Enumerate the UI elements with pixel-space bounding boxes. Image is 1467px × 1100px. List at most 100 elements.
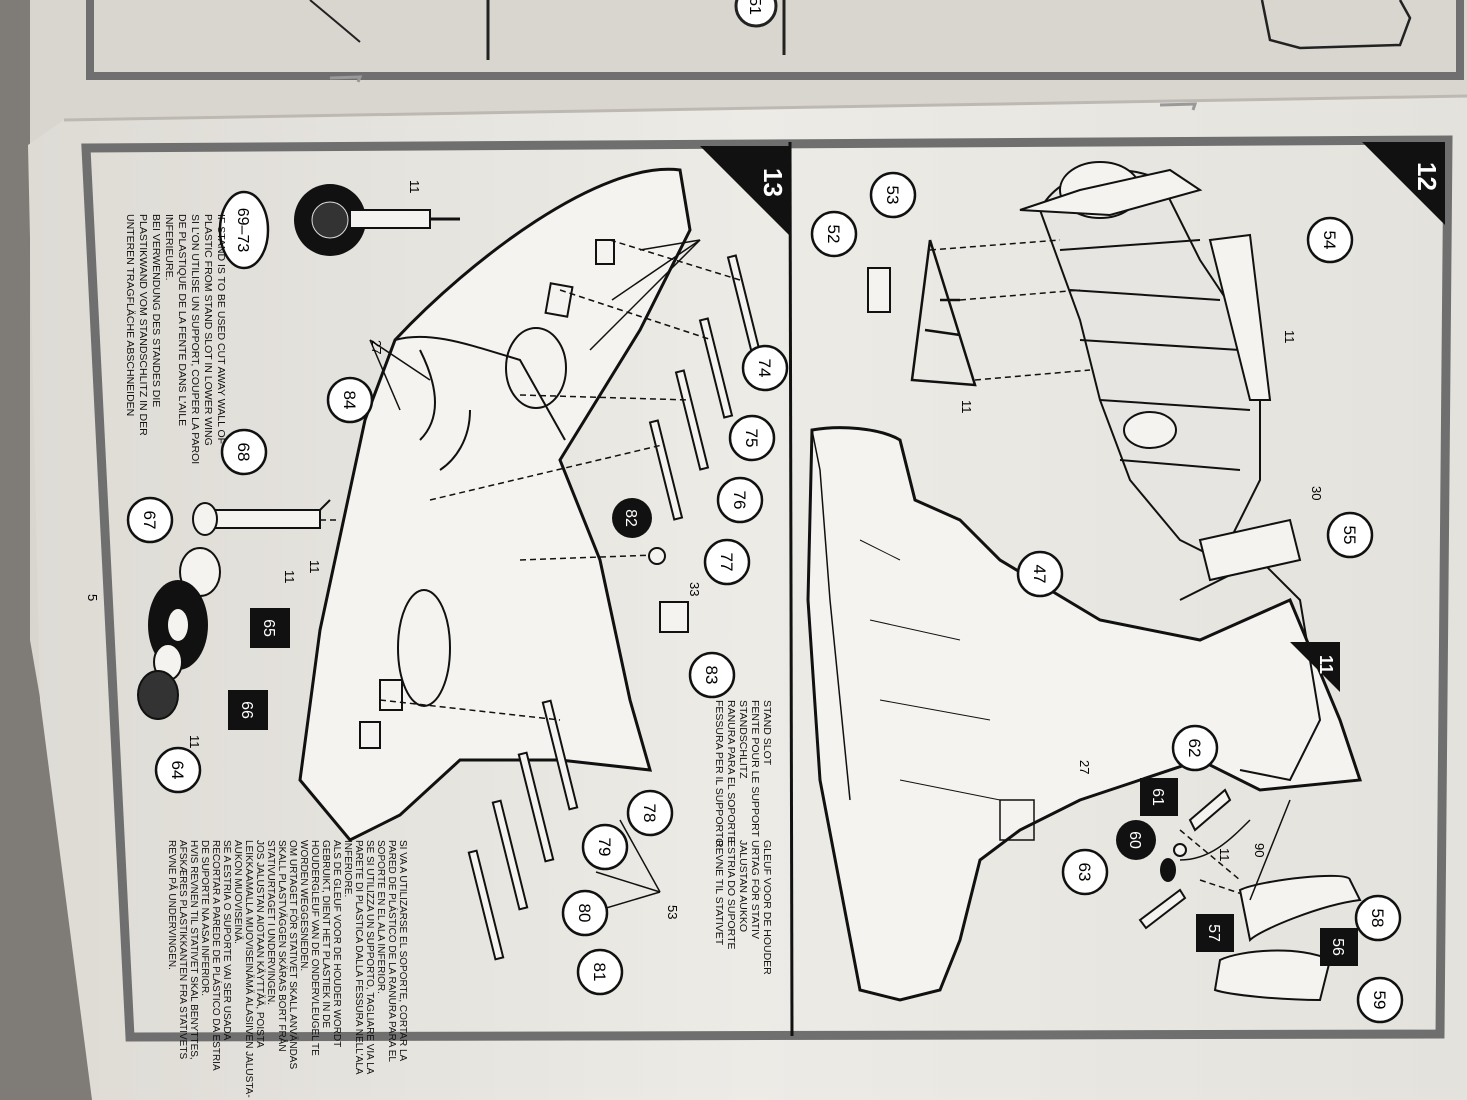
stand-slot-line-8: JALUSTAN AUKKO bbox=[737, 840, 749, 932]
callout-64-label: 64 bbox=[168, 761, 187, 780]
callout-69-73-label: 69–73 bbox=[234, 208, 251, 253]
sub-step-number: 11 bbox=[1316, 655, 1336, 674]
pn-11-b: 11 bbox=[282, 570, 297, 584]
callout-81: 81 bbox=[576, 948, 624, 996]
pn-33: 33 bbox=[687, 582, 702, 596]
step-13-part-numbers: 11 11 11 11 27 33 53 bbox=[187, 180, 702, 919]
pn12-90: 90 bbox=[1252, 843, 1267, 857]
pn-11-a: 11 bbox=[407, 180, 422, 194]
callout-84-label: 84 bbox=[340, 391, 359, 410]
stand-note-line-7: PLASTIKWAND VOM STANDSCHLITZ IN DER bbox=[137, 214, 149, 436]
lower-wing bbox=[298, 167, 692, 842]
callout-79: 79 bbox=[581, 823, 629, 871]
callout-58-label: 58 bbox=[1368, 909, 1387, 928]
ml-line-20: HVIS REVNEN TIL STATIVET SKAL BENYTTES, bbox=[188, 840, 199, 1060]
stand-slot-line-4: RANURA PARA EL SOPORTE bbox=[725, 700, 737, 843]
callout-67-label: 67 bbox=[140, 511, 159, 530]
ml-line-2: PARED DE PLÁSTICO DE LA RANURA PARA EL bbox=[386, 840, 399, 1062]
stand-note-line-4: DE PLASTIQUE DE LA FENTE DANS L'AILE bbox=[176, 214, 188, 426]
fuselage-half bbox=[806, 426, 1363, 1002]
callout-62: 62 bbox=[1171, 724, 1219, 772]
ml-line-12: SKALL PLASTVÄGGEN SKÄRAS BORT FRÅN bbox=[276, 840, 289, 1052]
callout-80: 80 bbox=[561, 889, 609, 937]
callout-56: 56 bbox=[1320, 928, 1358, 966]
sub-step-triangle bbox=[1290, 642, 1340, 692]
step-13-panel: 13 bbox=[124, 146, 790, 1098]
callout-64: 64 bbox=[154, 746, 202, 794]
ml-line-13: STATIVURTAGET I UNDERVINGEN. bbox=[265, 840, 276, 1005]
stand-slot-line-7: URTAG FÖR STATIV bbox=[749, 840, 761, 939]
ml-line-10: WORDEN WEGGESNEDEN. bbox=[298, 840, 309, 971]
stand-slot-line-9: ESTRIA DO SUPORTE bbox=[725, 840, 737, 950]
callout-74: 74 bbox=[741, 344, 789, 392]
callout-60-label: 60 bbox=[1126, 831, 1143, 849]
landing-gear-leg bbox=[192, 499, 331, 536]
panel-frame bbox=[81, 135, 1453, 1042]
stand-slot-line-3: STANDSCHLITZ bbox=[737, 700, 749, 779]
callout-81-label: 81 bbox=[590, 963, 609, 982]
ml-line-4: SE SI UTILIZZA UN SUPPORTO, TAGLIARE VIA… bbox=[364, 840, 375, 1075]
callout-63-label: 63 bbox=[1075, 863, 1094, 882]
callout-60: 60 bbox=[1116, 820, 1156, 860]
ml-line-19: DE SUPORTE NA ASA INFERIOR. bbox=[199, 840, 210, 996]
step-12-panel: 12 bbox=[806, 142, 1445, 1024]
canopy-part-59 bbox=[1213, 949, 1332, 1002]
ml-line-9: HOUDERGLEUF VAN DE ONDERVLEUGEL TE bbox=[309, 840, 320, 1056]
callout-55: 55 bbox=[1326, 511, 1374, 559]
stand-slot-line-6: GLEUF VOOR DE HOUDER bbox=[761, 840, 773, 975]
pn-27: 27 bbox=[369, 340, 384, 354]
ml-line-18: RECORTAR A PAREDE DE PLÁSTICO DA ESTRIA bbox=[210, 840, 223, 1071]
callout-84: 84 bbox=[326, 376, 374, 424]
callout-57-label: 57 bbox=[1205, 924, 1222, 942]
callout-63: 63 bbox=[1061, 848, 1109, 896]
callout-56-label: 56 bbox=[1329, 938, 1346, 956]
tailwheel-leg-62 bbox=[1188, 788, 1232, 832]
callout-66-label: 66 bbox=[238, 701, 255, 719]
callout-47-label: 47 bbox=[1030, 565, 1049, 584]
stand-slot-labels: STAND SLOT FENTE POUR LE SUPPORT STANDSC… bbox=[713, 700, 773, 975]
stand-note-line-6: BEI VERWENDUNG DES STANDES DIE bbox=[150, 214, 162, 407]
callout-52-label: 52 bbox=[824, 225, 843, 244]
stand-note-line-3: SI L'ON UTILISE UN SUPPORT, COUPER LA PA… bbox=[189, 214, 201, 464]
callout-66: 66 bbox=[228, 690, 268, 730]
callout-58: 58 bbox=[1354, 894, 1402, 942]
pn12-27: 27 bbox=[1077, 760, 1092, 774]
tailwheel-60 bbox=[1160, 858, 1176, 882]
callout-77: 77 bbox=[703, 538, 751, 586]
cowling-panel-54 bbox=[1208, 233, 1272, 401]
callout-52: 52 bbox=[810, 210, 858, 258]
callout-79-label: 79 bbox=[595, 838, 614, 857]
ml-line-7: ALS DE GLEUF VOOR DE HOUDER WORDT bbox=[331, 840, 342, 1047]
panel-divider bbox=[788, 141, 794, 1037]
callout-67: 67 bbox=[126, 496, 174, 544]
ml-line-1: SI VA A UTILIZARSE EL SOPORTE, CORTAR LA bbox=[397, 840, 408, 1062]
callout-61: 61 bbox=[1140, 778, 1178, 816]
stand-note-line-1: IF STAND IS TO BE USED CUT AWAY WALL OF bbox=[215, 214, 227, 444]
frame-part-53 bbox=[910, 239, 977, 387]
ml-line-21: AFSKÆRES PLASTIKKANTEN FRA STATIVETS bbox=[177, 840, 188, 1059]
ml-line-22: REVNE PÅ UNDERVINGEN. bbox=[166, 840, 179, 970]
step-13-number: 13 bbox=[758, 168, 788, 197]
callout-75-label: 75 bbox=[742, 429, 761, 448]
page-number: 5 bbox=[85, 594, 100, 601]
ml-line-15: LEIKKAAMALLA MUOVISEINÄMÄ ALASIIVEN JALU… bbox=[243, 840, 255, 1098]
ml-line-16: AUKON MUOVISEINÄ. bbox=[232, 840, 244, 944]
callout-76-label: 76 bbox=[730, 491, 749, 510]
pn12-11-a: 11 bbox=[1282, 330, 1297, 344]
stand-slot-line-1: STAND SLOT bbox=[761, 700, 773, 766]
pn-11-d: 11 bbox=[307, 560, 322, 574]
multilingual-note: SI VA A UTILIZARSE EL SOPORTE, CORTAR LA… bbox=[166, 840, 408, 1098]
callout-78: 78 bbox=[626, 789, 674, 837]
callout-47: 47 bbox=[1016, 550, 1064, 598]
callout-68: 68 bbox=[220, 428, 268, 476]
callout-75: 75 bbox=[728, 414, 776, 462]
callout-61-label: 61 bbox=[1149, 788, 1166, 806]
canopy-part-58 bbox=[1238, 874, 1362, 943]
callout-83-label: 83 bbox=[702, 666, 721, 685]
step-13-corner bbox=[700, 146, 790, 236]
callout-80-label: 80 bbox=[575, 904, 594, 923]
callout-69-73: 69–73 bbox=[218, 190, 270, 270]
engine-assembly bbox=[1019, 161, 1302, 582]
stand-note-line-5: INFERIEURE. bbox=[163, 214, 175, 281]
callout-78-label: 78 bbox=[640, 804, 659, 823]
